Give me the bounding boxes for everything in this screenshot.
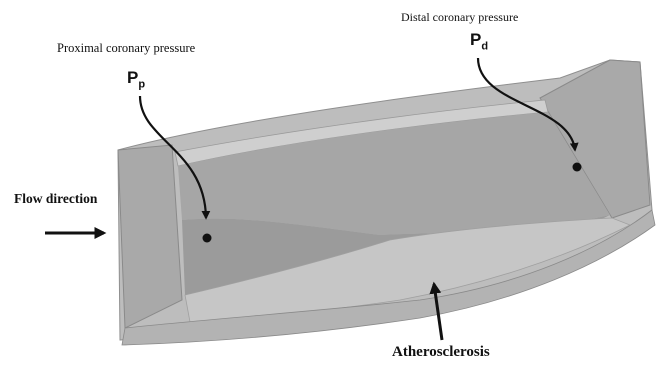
distal-pressure-symbol: Pd	[470, 30, 488, 52]
proximal-pressure-label: Proximal coronary pressure	[57, 41, 195, 56]
pp-symbol-letter: P	[127, 68, 138, 87]
proximal-pressure-point	[203, 234, 212, 243]
flow-direction-label: Flow direction	[14, 191, 97, 207]
distal-pressure-label: Distal coronary pressure	[401, 10, 518, 25]
pp-symbol-subscript: p	[138, 78, 145, 90]
atherosclerosis-label: Atherosclerosis	[392, 344, 490, 361]
proximal-pressure-symbol: Pp	[127, 68, 145, 90]
pd-symbol-subscript: d	[481, 40, 488, 52]
distal-pressure-point	[573, 163, 582, 172]
vessel-left-cut-face	[118, 145, 182, 328]
pd-symbol-letter: P	[470, 30, 481, 49]
